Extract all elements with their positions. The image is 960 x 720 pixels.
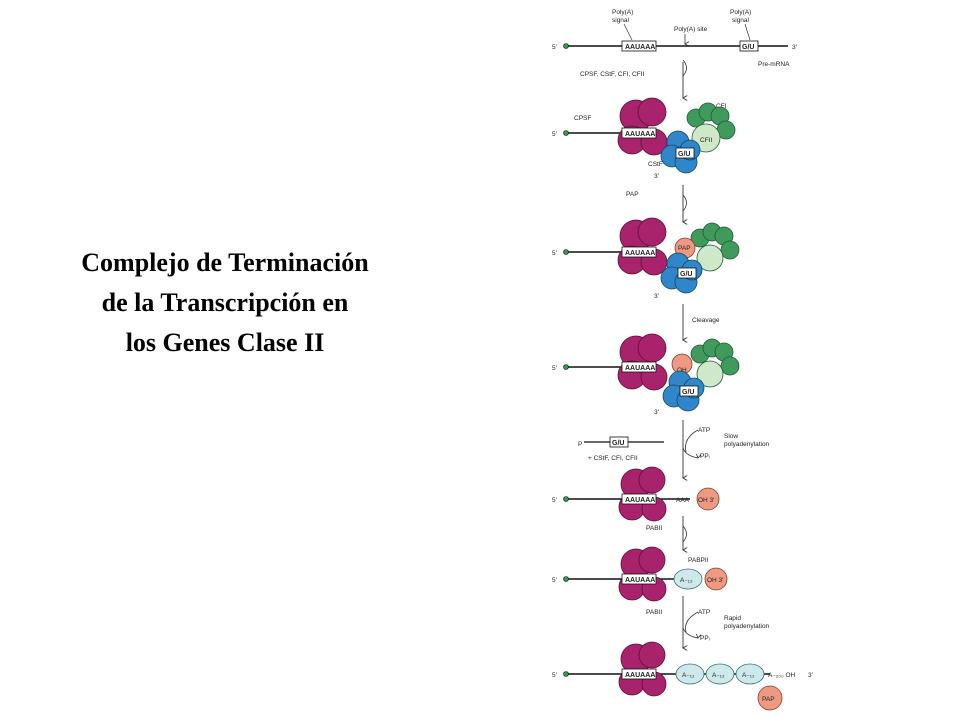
polya-signal-box-7: AAUAAA — [625, 672, 655, 679]
cleavage-label: Cleavage — [692, 317, 720, 324]
cap-icon — [563, 43, 569, 49]
a12-label-7c: A₋₁₂ — [742, 672, 755, 679]
three-prime-label-3: 3′ — [654, 293, 660, 300]
step-pap-joins: 5′ AAUAAA PAP G/U 3′ — [552, 217, 740, 300]
polya-signal-box-6: AAUAAA — [625, 577, 655, 584]
five-prime-label-2: 5′ — [552, 131, 558, 138]
cstf-label: CStF — [648, 161, 663, 168]
pap-arrow-label: PAP — [626, 191, 639, 198]
a12-label-6: A₋₁₂ — [680, 577, 693, 584]
slide-title: Complejo de Terminación de la Transcripc… — [0, 243, 450, 363]
step-cleaved: 5′ AAUAAA OH G/U 3′ — [552, 333, 740, 416]
p-label: P — [578, 441, 582, 448]
polya-signal-box-2: AAUAAA — [625, 131, 655, 138]
five-prime-label-7: 5′ — [552, 672, 558, 679]
pap-released — [757, 685, 783, 711]
five-prime-label-3: 5′ — [552, 250, 558, 257]
three-prime-label-2: 3′ — [654, 173, 660, 180]
pabii-label-1: PABII — [646, 525, 662, 532]
factors-label: CPSF, CStF, CFI, CFII — [580, 71, 644, 78]
step-short-tail: 5′ AAUAAA AAA OH 3′ — [552, 466, 720, 522]
a200-label: A₋₂₀₀ OH — [768, 672, 796, 679]
rapid-label-1: Rapid — [724, 615, 741, 622]
polya-site-label: Poly(A) site — [674, 26, 708, 33]
title-line-3: los Genes Clase II — [125, 328, 325, 357]
five-prime-label: 5′ — [552, 44, 558, 51]
five-prime-label-6: 5′ — [552, 577, 558, 584]
step-pre-mrna: Poly(A) signal Poly(A) site Poly(A) sign… — [552, 9, 798, 68]
pap-released-label: PAP — [762, 696, 775, 703]
step-pabpii: PABPII 5′ AAUAAA A₋₁₂ OH 3′ — [552, 546, 728, 602]
three-prime-label-4: 3′ — [654, 409, 660, 416]
oh3-label-6: OH 3′ — [707, 577, 724, 584]
a12-label-7b: A₋₁₂ — [712, 672, 725, 679]
rapid-label-2: polyadenylation — [724, 623, 770, 630]
step-long-tail: 5′ AAUAAA A₋₁₂ A₋₁₂ A₋₁₂ A₋₂₀₀ OH 3′ PAP — [552, 641, 814, 711]
step-complex: CPSF CFI 5′ AAUAAA CFII G/U CStF 3′ — [552, 97, 736, 180]
three-prime-label: 3′ — [792, 44, 798, 51]
pabii-protein — [673, 568, 703, 590]
aaa-label: AAA — [676, 497, 690, 504]
polya-signal-label-2b: signal — [732, 17, 750, 24]
polya-signal-label-2a: Poly(A) — [730, 9, 751, 16]
pabii-label-2: PABII — [646, 609, 662, 616]
slow-label-2: polyadenylation — [724, 441, 770, 448]
polya-signal-box-4: AAUAAA — [625, 365, 655, 372]
polyadenylation-diagram: Poly(A) signal Poly(A) site Poly(A) sign… — [552, 9, 814, 711]
atp-label: ATP — [698, 427, 710, 434]
pre-mrna-label: Pre-mRNA — [758, 61, 790, 68]
five-prime-label-5: 5′ — [552, 497, 558, 504]
pap-tail-5 — [696, 487, 720, 511]
five-prime-label-4: 5′ — [552, 365, 558, 372]
polya-signal-box-3: AAUAAA — [625, 250, 655, 257]
gu-box-4: G/U — [682, 389, 694, 396]
gu-box: G/U — [742, 44, 754, 51]
oh3-label: OH 3′ — [698, 497, 715, 504]
atp-label-2: ATP — [698, 609, 710, 616]
gu-box-3: G/U — [680, 271, 692, 278]
title-line-1: Complejo de Terminación — [81, 248, 369, 277]
ppi-label: PPᵢ — [700, 453, 710, 460]
oh-label: OH — [677, 367, 687, 374]
gu-box-2: G/U — [678, 151, 690, 158]
cpsf-complex — [617, 97, 668, 156]
a12-label-7a: A₋₁₂ — [682, 672, 695, 679]
pap-label: PAP — [678, 245, 691, 252]
three-prime-label-7: 3′ — [808, 672, 814, 679]
cfii-label: CFII — [700, 137, 712, 144]
released-gu-box: G/U — [612, 440, 624, 447]
released-factors-label: + CStF, CFI, CFII — [588, 455, 638, 462]
title-line-2: de la Transcripción en — [101, 288, 349, 317]
cpsf-label: CPSF — [574, 115, 591, 122]
polya-signal-label-1a: Poly(A) — [612, 9, 633, 16]
cfi-label: CFI — [716, 103, 727, 110]
polya-signal-box-5: AAUAAA — [625, 497, 655, 504]
polya-signal-box: AAUAAA — [625, 44, 655, 51]
slow-label-1: Slow — [724, 433, 738, 440]
pabpii-label: PABPII — [688, 557, 709, 564]
cfi-complex — [686, 102, 736, 140]
ppi-label-2: PPᵢ — [700, 635, 710, 642]
polya-signal-label-1b: signal — [612, 17, 630, 24]
